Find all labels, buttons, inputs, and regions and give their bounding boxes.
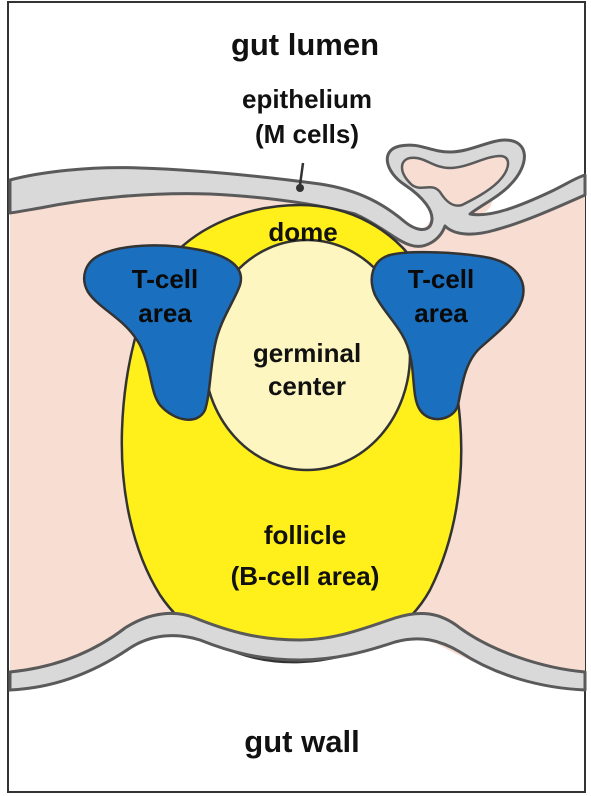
t-cell-right-label-line1: T-cell xyxy=(408,264,474,294)
t-cell-left-label-line1: T-cell xyxy=(132,264,198,294)
follicle-label-line1: follicle xyxy=(264,520,346,550)
t-cell-left-label-line2: area xyxy=(138,298,192,328)
dome-label: dome xyxy=(268,217,337,247)
follicle-label-line2: (B-cell area) xyxy=(231,561,380,591)
epithelium-pointer-dot xyxy=(296,184,304,192)
epithelium-label: epithelium xyxy=(242,84,372,114)
gut-wall-label: gut wall xyxy=(244,724,359,759)
germinal-center-label-line1: germinal xyxy=(253,338,361,368)
gut-lumen-label: gut lumen xyxy=(231,27,379,62)
m-cells-label: (M cells) xyxy=(255,119,359,149)
germinal-center-label-line2: center xyxy=(268,371,346,401)
t-cell-right-label-line2: area xyxy=(414,298,468,328)
